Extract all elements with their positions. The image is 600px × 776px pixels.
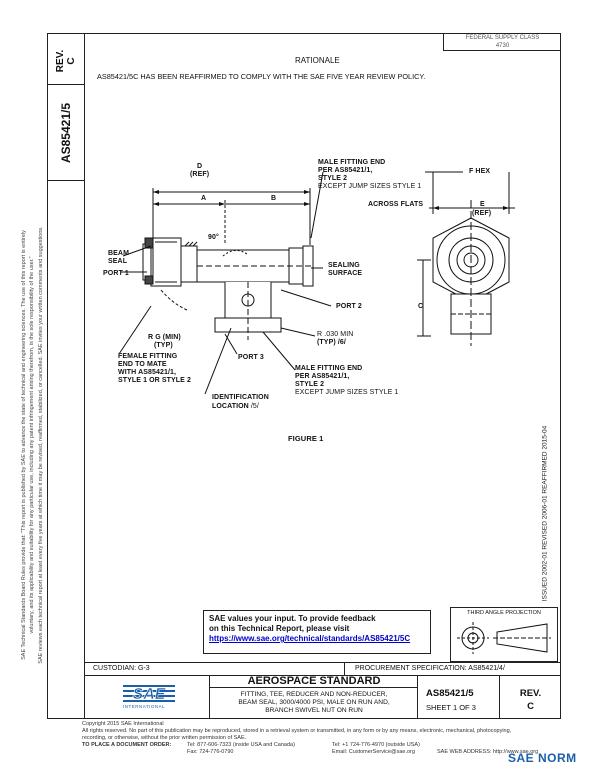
- projection-symbol: [457, 622, 551, 654]
- side-note-3: SAE reviews each technical report at lea…: [38, 226, 44, 664]
- docnum-box-divider: [47, 180, 85, 181]
- sae-norm-watermark: SAE NORM: [508, 751, 577, 765]
- rights-2: recording, or otherwise, without the pri…: [82, 735, 247, 741]
- sae-logo-cell: SAE INTERNATIONAL: [85, 676, 210, 719]
- sheet-number: SHEET 1 OF 3: [426, 703, 476, 712]
- title-desc-cell: AEROSPACE STANDARD FITTING, TEE, REDUCER…: [210, 675, 418, 719]
- doc-number-vertical: AS85421/5: [59, 102, 73, 164]
- fax: Fax: 724-776-0790: [187, 749, 234, 755]
- label-f-hex: F HEX: [469, 168, 491, 175]
- rev-cell: REV. C: [519, 688, 542, 712]
- procurement-spec: PROCUREMENT SPECIFICATION: AS85421/4/: [355, 665, 505, 672]
- label-female-fitting: FEMALE FITTING END TO MATE WITH AS85421/…: [118, 353, 191, 384]
- tel-2: Tel: +1 724-776-4970 (outside USA): [332, 742, 420, 748]
- label-rg: R G (MIN)(TYP): [148, 334, 181, 349]
- tel-1: Tel: 877-606-7323 (inside USA and Canada…: [187, 742, 295, 748]
- label-port1: PORT 1: [103, 270, 129, 277]
- document-frame: [47, 33, 561, 719]
- sae-logo-icon: SAE: [123, 685, 175, 703]
- custodian: CUSTODIAN: G-3: [93, 665, 150, 672]
- side-note-1: SAE Technical Standards Board Rules prov…: [21, 230, 27, 660]
- label-d-ref: (REF): [190, 171, 210, 178]
- feedback-line2: on this Technical Report, please visit: [209, 624, 350, 633]
- title-block: SAE INTERNATIONAL AEROSPACE STANDARD FIT…: [85, 675, 561, 719]
- custodian-bar: CUSTODIAN: G-3 PROCUREMENT SPECIFICATION…: [85, 662, 561, 676]
- aerospace-standard-heading: AEROSPACE STANDARD: [210, 675, 418, 688]
- copyright: Copyright 2015 SAE International: [82, 721, 164, 727]
- email[interactable]: Email: CustomerService@sae.org: [332, 749, 415, 755]
- rationale-heading: RATIONALE: [295, 56, 340, 65]
- label-a: A: [201, 195, 207, 202]
- label-e: E: [480, 201, 485, 208]
- feedback-link[interactable]: https://www.sae.org/technical/standards/…: [209, 634, 411, 643]
- label-c: C: [418, 303, 424, 310]
- label-identification: IDENTIFICATION LOCATION /5/: [212, 394, 269, 410]
- label-e-ref: (REF): [472, 210, 492, 217]
- title-doc-number: AS85421/5: [426, 688, 474, 699]
- figure-drawing: [118, 171, 515, 395]
- doc-number-cell: AS85421/5 SHEET 1 OF 3: [418, 676, 500, 719]
- side-note-2: voluntary, and its applicability and sui…: [29, 256, 35, 634]
- rights-1: All rights reserved. No part of this pub…: [82, 728, 512, 734]
- title-desc-1: FITTING, TEE, REDUCER AND NON-REDUCER,: [240, 691, 388, 698]
- footer: Copyright 2015 SAE International All rig…: [82, 721, 572, 756]
- label-across-flats: ACROSS FLATS: [368, 201, 424, 208]
- title-desc-3: BRANCH SWIVEL NUT ON RUN: [265, 707, 363, 714]
- feedback-line1: SAE values your input. To provide feedba…: [209, 614, 376, 623]
- figure-caption: FIGURE 1: [288, 434, 324, 443]
- label-male-end-2: MALE FITTING END PER AS85421/1, STYLE 2 …: [295, 365, 399, 396]
- label-male-end-1: MALE FITTING END PER AS85421/1, STYLE 2 …: [318, 159, 422, 190]
- sae-logo: SAE: [123, 683, 175, 703]
- rationale-text: AS85421/5C HAS BEEN REAFFIRMED TO COMPLY…: [97, 72, 426, 81]
- label-90deg: 90°: [208, 234, 219, 241]
- label-d: D: [197, 163, 203, 170]
- label-port2: PORT 2: [336, 303, 362, 310]
- label-port3: PORT 3: [238, 354, 264, 361]
- third-angle-projection-box: THIRD ANGLE PROJECTION: [450, 607, 558, 662]
- label-r030: R .030 MIN(TYP) /6/: [317, 331, 354, 346]
- title-desc-2: BEAM SEAL, 3000/4000 PSI, MALE ON RUN AN…: [238, 699, 390, 706]
- feedback-box: SAE values your input. To provide feedba…: [203, 610, 431, 654]
- svg-text:SAE: SAE: [133, 686, 167, 703]
- left-margin-column: [47, 33, 85, 719]
- web-address[interactable]: SAE WEB ADDRESS: http://www.sae.org: [437, 749, 539, 755]
- label-b: B: [271, 195, 277, 202]
- order-label: TO PLACE A DOCUMENT ORDER:: [82, 742, 172, 748]
- rev-box-divider: [47, 84, 85, 85]
